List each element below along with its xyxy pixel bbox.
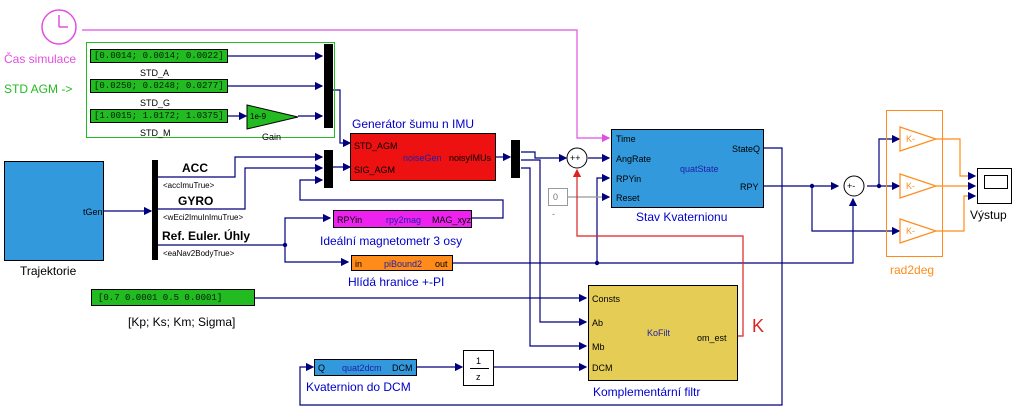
- trajectory-block[interactable]: tGen: [4, 161, 104, 261]
- std-agm-group: [86, 42, 335, 138]
- const-std-a-label: STD_A: [140, 68, 170, 78]
- clock-label: Čas simulace: [4, 52, 77, 66]
- mux-std[interactable]: [324, 44, 333, 128]
- rad2deg-gains[interactable]: [899, 126, 939, 246]
- gyro-signal: <wEci2ImuInImuTrue>: [163, 213, 244, 222]
- kofilt-block[interactable]: Consts Ab Mb DCM KoFilt om_est: [588, 285, 738, 381]
- const-std-m-label: STD_M: [140, 128, 171, 138]
- rad2deg-gain-3: K-: [906, 226, 915, 236]
- rad2deg-group: [886, 110, 943, 257]
- const-std-m[interactable]: [1.0015; 1.0172; 1.0375]: [90, 109, 228, 123]
- const-std-a[interactable]: [0.0014; 0.0014; 0.0022]: [90, 49, 228, 63]
- quat-state-block[interactable]: Time AngRate RPYin Reset quatState State…: [611, 129, 764, 208]
- scope-block[interactable]: [977, 168, 1012, 204]
- quat-state-title: Stav Kvaternionu: [636, 210, 728, 224]
- sum1-block[interactable]: [566, 147, 590, 171]
- const-std-g-label: STD_G: [140, 98, 171, 108]
- pibound-title: Hlídá hranice +-PI: [348, 275, 445, 289]
- scope-label: Výstup: [970, 208, 1007, 222]
- std-agm-label: STD AGM ->: [4, 82, 73, 96]
- rad2deg-label: rad2deg: [890, 263, 935, 277]
- demux-imu[interactable]: [511, 140, 520, 178]
- clock-icon[interactable]: [38, 8, 84, 48]
- magnetometer-block[interactable]: RPYin rpy2mag MAG_xyz: [333, 210, 472, 228]
- kparams-const[interactable]: [0.7 0.0001 0.5 0.0001]: [91, 289, 255, 306]
- rad2deg-gain-1: K-: [906, 134, 915, 144]
- bus-selector[interactable]: [152, 160, 158, 260]
- gain-label: Gain: [262, 132, 282, 142]
- scope-screen-icon: [984, 175, 1008, 189]
- acc-signal: <accImuTrue>: [163, 181, 215, 190]
- gain-value: 1e-9: [250, 112, 267, 121]
- sum2-signs: +-: [847, 181, 856, 191]
- quat2dcm-block[interactable]: Q quat2dcm DCM: [314, 359, 417, 376]
- sum2-block[interactable]: [843, 175, 869, 199]
- fraction-line: [470, 368, 489, 369]
- euler-label: Ref. Euler. Úhly: [162, 229, 251, 243]
- kofilt-title: Komplementární filtr: [593, 385, 701, 399]
- const-std-g[interactable]: [0.0250; 0.0248; 0.0277]: [90, 79, 228, 93]
- noise-gen-title: Generátor šumu n IMU: [352, 117, 475, 131]
- unit-delay-block[interactable]: 1 z: [463, 350, 494, 386]
- kparams-label: [Kp; Ks; Km; Sigma]: [128, 315, 236, 329]
- trajectory-label: Trajektorie: [20, 264, 77, 278]
- quat2dcm-title: Kvaternion do DCM: [306, 380, 411, 394]
- gain-block[interactable]: [246, 104, 300, 130]
- kofilt-k-mark: K: [752, 316, 765, 336]
- acc-label: ACC: [182, 161, 208, 175]
- mux-imu[interactable]: [324, 150, 333, 188]
- magnetometer-title: Ideální magnetometr 3 osy: [320, 234, 463, 248]
- reset-const[interactable]: 0: [548, 188, 568, 206]
- pibound-block[interactable]: in piBound2 out: [351, 255, 453, 271]
- rad2deg-gain-2: K-: [906, 181, 915, 191]
- gyro-label: GYRO: [178, 194, 214, 208]
- noise-gen-block[interactable]: STD_AGM SIG_AGM noiseGen noisyIMUs: [350, 133, 496, 181]
- euler-signal: <eaNav2BodyTrue>: [163, 249, 235, 258]
- reset-const-minus: -: [552, 209, 555, 219]
- sum1-signs: ++: [570, 153, 581, 163]
